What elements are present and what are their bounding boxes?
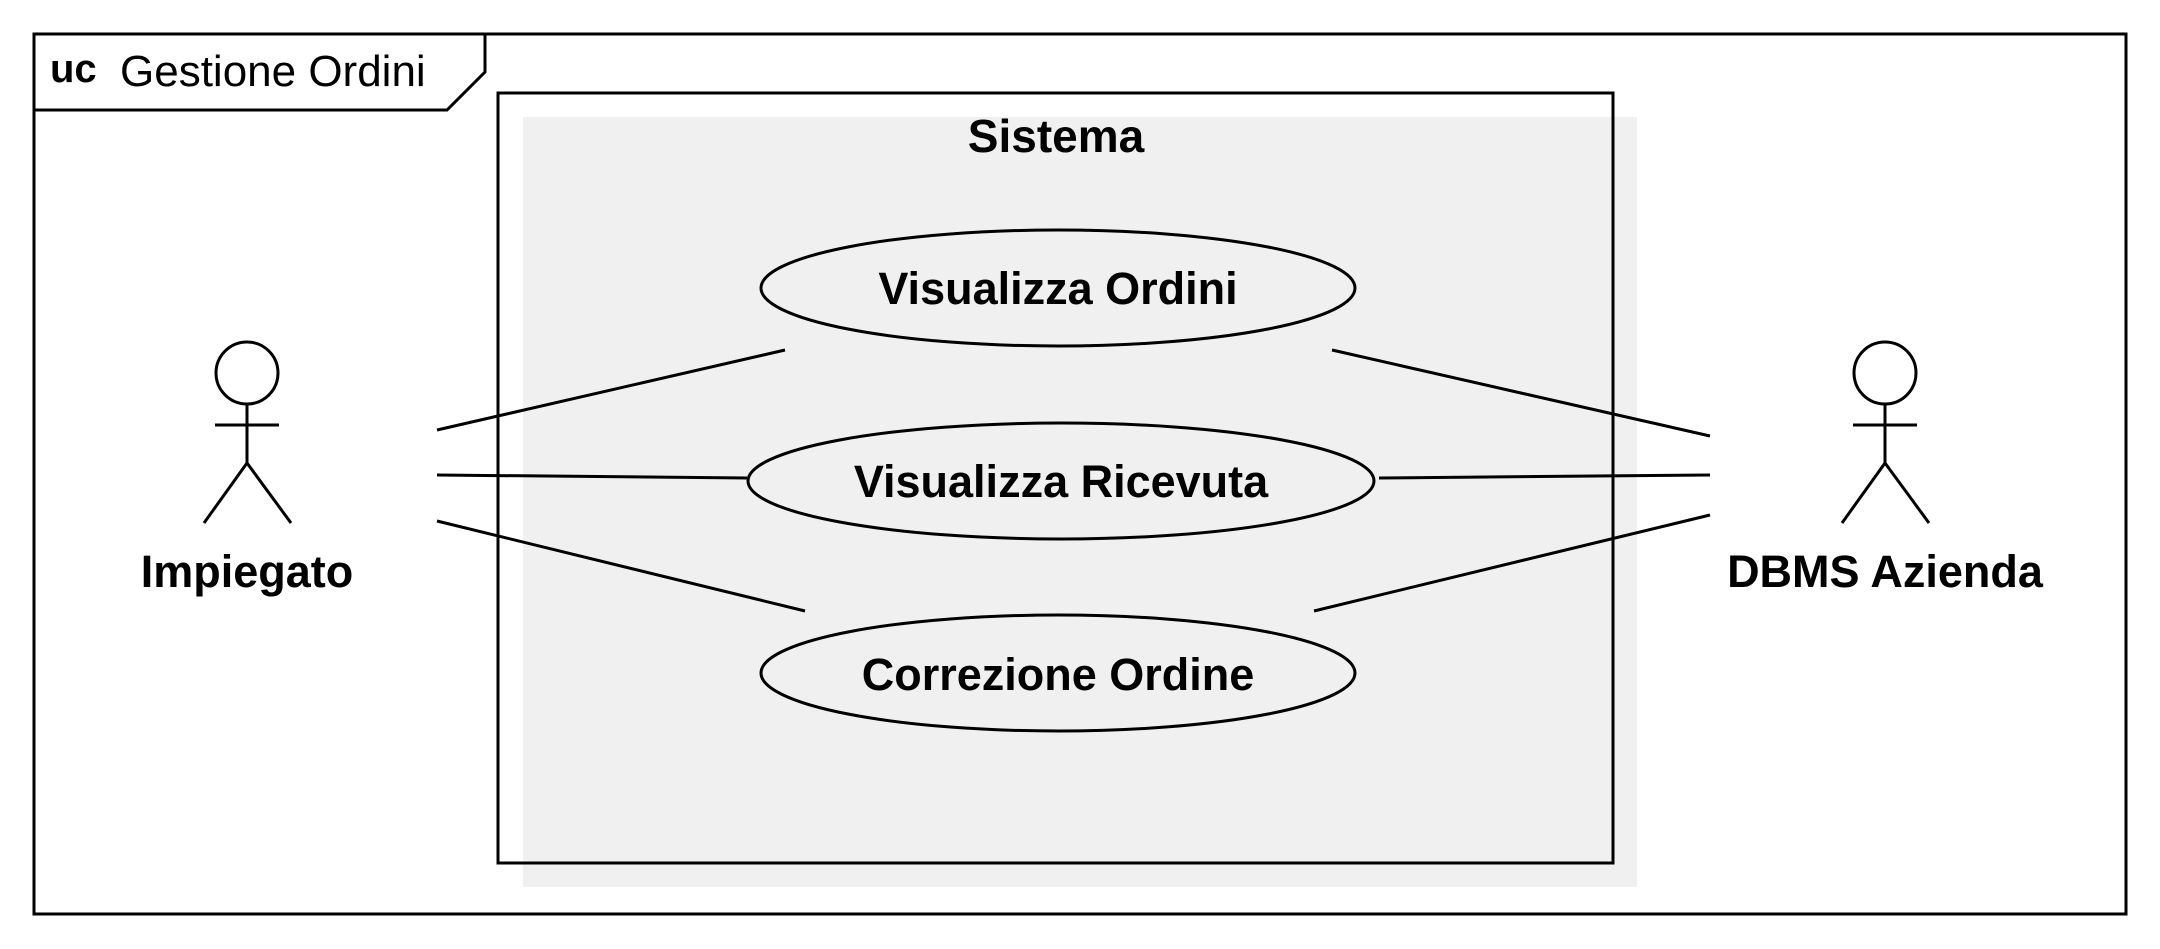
- association-dbms-correzione-ordine: [1313, 513, 1711, 613]
- stick-figure-icon: [1840, 340, 1931, 524]
- association-impiegato-visualizza-ricevuta: [436, 473, 748, 480]
- system-boundary-box: [496, 91, 1615, 865]
- association-impiegato-visualizza-ordini: [436, 348, 786, 432]
- stick-figure-icon: [202, 340, 293, 524]
- use-case-label: Visualizza Ricevuta: [854, 456, 1269, 507]
- use-case-visualizza-ricevuta[interactable]: Visualizza Ricevuta: [746, 421, 1399, 563]
- frame-keyword: uc: [50, 47, 97, 91]
- actor-label: DBMS Azienda: [1727, 546, 2044, 597]
- actor-label: Impiegato: [141, 546, 354, 597]
- system-title: Sistema: [968, 110, 1145, 162]
- actor-dbms-azienda[interactable]: DBMS Azienda: [1727, 340, 2044, 597]
- frame-title: Gestione Ordini: [120, 47, 426, 96]
- association-dbms-visualizza-ordini: [1331, 348, 1711, 438]
- association-impiegato-correzione-ordine: [436, 519, 806, 613]
- use-case-label: Correzione Ordine: [862, 649, 1255, 700]
- association-dbms-visualizza-ricevuta: [1378, 473, 1711, 480]
- actor-impiegato[interactable]: Impiegato: [141, 340, 354, 597]
- frame-label-tab: [34, 34, 487, 112]
- frame-border: [32, 32, 2128, 916]
- use-case-visualizza-ordini[interactable]: Visualizza Ordini: [759, 228, 1380, 370]
- use-case-ellipse: [759, 613, 1357, 733]
- use-case-label: Visualizza Ordini: [878, 263, 1237, 314]
- use-case-ellipse: [746, 421, 1376, 541]
- uml-frame: uc Gestione Ordini: [32, 32, 2128, 916]
- use-case-correzione-ordine[interactable]: Correzione Ordine: [759, 613, 1380, 755]
- use-case-ellipse: [759, 228, 1357, 348]
- associations: [436, 348, 1711, 613]
